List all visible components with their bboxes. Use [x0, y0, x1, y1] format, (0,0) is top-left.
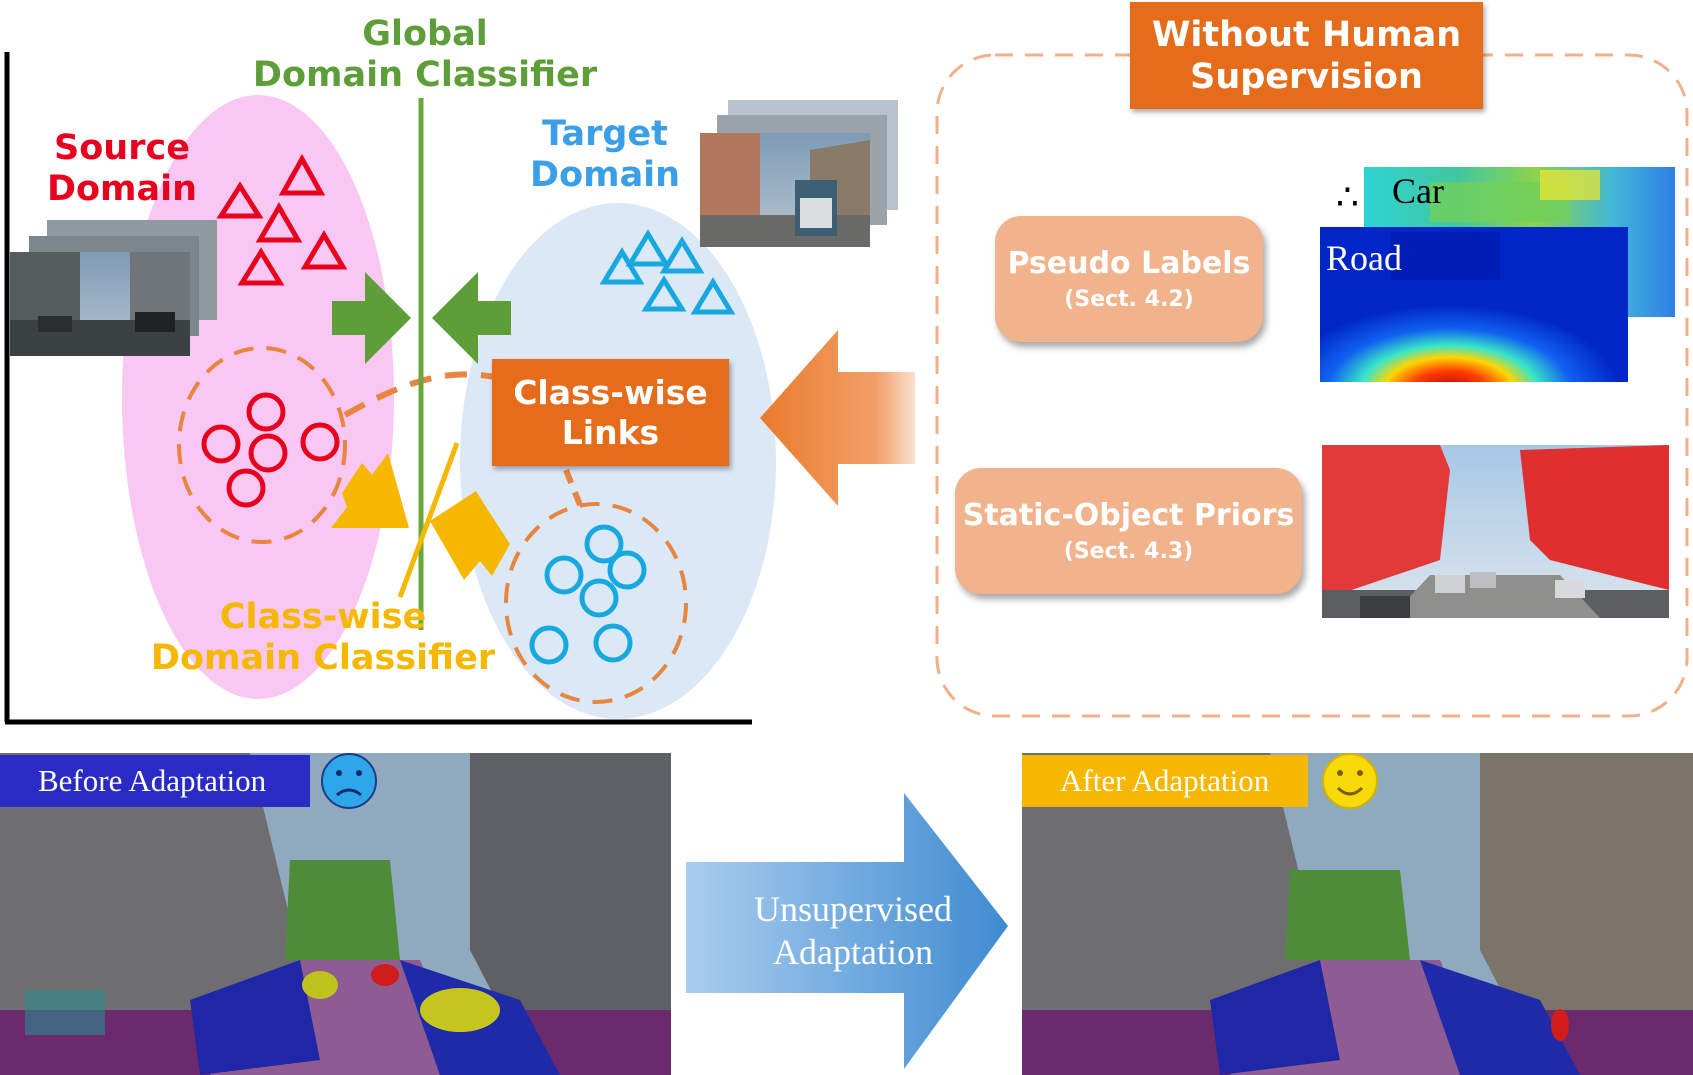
- unsupervised-adaptation-arrow: [686, 793, 1008, 1069]
- global-classifier-label: Global Domain Classifier: [252, 14, 598, 96]
- classwise-link-dashed: [343, 371, 501, 418]
- supervision-arrow: [760, 330, 915, 506]
- target-triangle: [599, 247, 645, 285]
- source-triangle: [278, 153, 326, 196]
- sad-face-icon: [321, 753, 377, 809]
- target-circle: [544, 555, 584, 595]
- target-triangle: [641, 275, 687, 312]
- road-heatmap: [1320, 227, 1628, 382]
- target-samples: [529, 229, 736, 665]
- car-label: Car: [1392, 171, 1444, 211]
- unsupervised-adaptation-label: Unsupervised Adaptation: [754, 889, 952, 973]
- target-circle: [579, 578, 619, 618]
- classwise-links-box: Class-wise Links: [492, 359, 729, 466]
- without-supervision-box: Without Human Supervision: [1130, 2, 1483, 109]
- source-triangle: [300, 230, 348, 270]
- after-adaptation-image: [1022, 753, 1693, 1075]
- source-circle: [226, 468, 266, 508]
- static-prior-image: [1322, 445, 1669, 618]
- smiley-face-icon: [1322, 753, 1378, 809]
- pseudo-labels-title: Pseudo Labels: [1007, 246, 1251, 281]
- classwise-link-dashed: [563, 468, 583, 507]
- pseudo-labels-ref: (Sect. 4.2): [1064, 287, 1194, 312]
- target-image-stack: [700, 100, 898, 247]
- target-circle: [607, 550, 647, 590]
- source-circle: [246, 392, 286, 432]
- static-priors-button: Static-Object Priors (Sect. 4.3): [955, 468, 1302, 594]
- target-triangle: [625, 229, 671, 267]
- source-circle: [300, 422, 340, 462]
- source-image-stack: [10, 220, 217, 356]
- source-circle: [248, 433, 288, 473]
- source-triangle: [255, 201, 303, 243]
- static-priors-title: Static-Object Priors: [962, 498, 1295, 533]
- target-domain-label: Target Domain: [530, 114, 681, 196]
- classwise-classifier-line: [397, 442, 460, 598]
- after-adaptation-banner: After Adaptation: [1022, 755, 1308, 807]
- source-domain-label: Source Domain: [46, 128, 198, 210]
- heatmap-ellipsis: ∴: [1336, 177, 1359, 217]
- source-push-arrow: [332, 272, 411, 364]
- target-classwise-arrow: [430, 491, 510, 580]
- pseudo-labels-button: Pseudo Labels (Sect. 4.2): [995, 216, 1263, 342]
- source-samples: [201, 153, 348, 508]
- before-adaptation-banner: Before Adaptation: [0, 755, 310, 807]
- source-triangle: [237, 247, 285, 286]
- source-classwise-arrow: [331, 453, 409, 528]
- source-triangle: [216, 181, 264, 219]
- target-circle: [584, 524, 624, 564]
- static-priors-ref: (Sect. 4.3): [1063, 539, 1194, 564]
- classwise-classifier-label: Class-wise Domain Classifier: [150, 597, 496, 679]
- target-circle: [529, 625, 569, 665]
- target-triangle: [690, 277, 736, 315]
- source-circle: [201, 424, 241, 464]
- road-label: Road: [1326, 238, 1402, 278]
- target-circle: [593, 623, 633, 663]
- target-push-arrow: [432, 272, 511, 364]
- target-triangle: [659, 236, 705, 274]
- source-class-cluster: [177, 346, 347, 544]
- target-class-cluster: [504, 502, 688, 704]
